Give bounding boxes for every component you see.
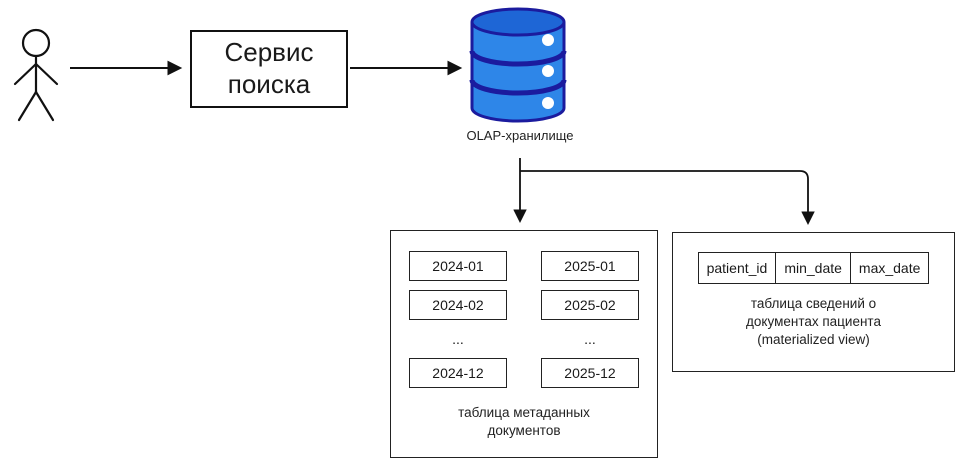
column-patient-id: patient_id xyxy=(706,260,768,276)
olap-storage-label: OLAP-хранилище xyxy=(466,128,574,143)
connector-olap-to-patient xyxy=(520,170,815,226)
column-min-date: min_date xyxy=(775,253,850,283)
partition-ellipsis: ... xyxy=(409,329,507,349)
partition-cell: 2024-12 xyxy=(409,358,507,388)
search-service-label: Сервис поиска xyxy=(224,37,314,99)
column-max-date: max_date xyxy=(849,253,928,283)
partition-cell: 2025-12 xyxy=(541,358,639,388)
partition-cell: 2025-02 xyxy=(541,290,639,320)
partition-cell: 2024-01 xyxy=(409,251,507,281)
metadata-partitions-grid: 2024-01 2025-01 2024-02 2025-02 ... ... … xyxy=(409,251,639,388)
partition-ellipsis: ... xyxy=(541,329,639,349)
patient-view-node: patient_id min_date max_date таблица све… xyxy=(672,232,955,372)
partition-cell: 2025-01 xyxy=(541,251,639,281)
metadata-table-node: 2024-01 2025-01 2024-02 2025-02 ... ... … xyxy=(390,230,658,458)
actor-person-icon xyxy=(13,28,59,122)
metadata-table-caption: таблица метаданных документов xyxy=(458,405,590,439)
partition-cell: 2024-02 xyxy=(409,290,507,320)
search-service-node: Сервис поиска xyxy=(190,30,348,108)
patient-view-header-row: patient_id min_date max_date xyxy=(697,252,930,284)
database-icon xyxy=(469,7,567,123)
patient-view-caption: таблица сведений о документах пациента (… xyxy=(746,296,881,348)
